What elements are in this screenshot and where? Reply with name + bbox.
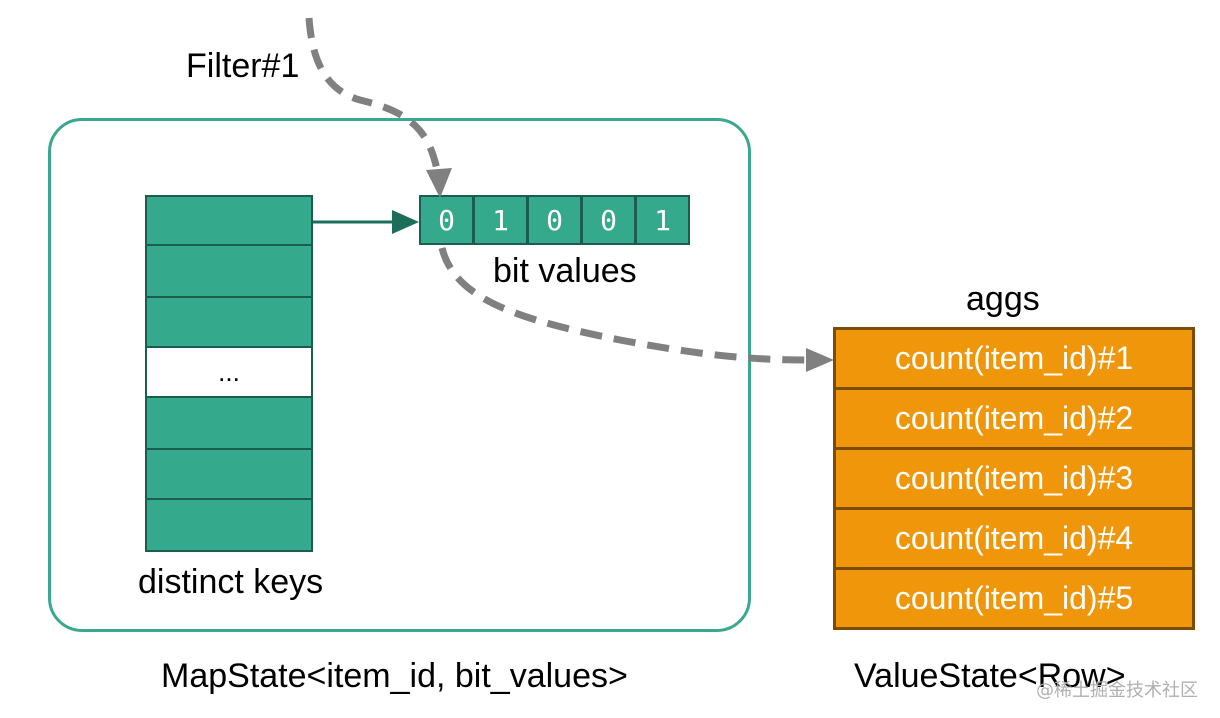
distinct-keys-label: distinct keys — [138, 563, 324, 601]
map-state-label: MapState<item_id, bit_values> — [161, 657, 628, 695]
key-row — [147, 398, 311, 450]
key-row — [147, 450, 311, 500]
key-row — [147, 246, 311, 298]
bit-cell: 0 — [583, 197, 634, 243]
value-state-label: ValueState<Row> — [854, 657, 1126, 695]
key-row — [147, 298, 311, 348]
key-row-ellipsis: ... — [147, 348, 311, 398]
key-row — [147, 197, 311, 246]
bit-cell: 1 — [475, 197, 526, 243]
bit-cell: 0 — [529, 197, 580, 243]
filter-dashed-arrowhead — [426, 168, 452, 198]
aggs-array: count(item_id)#1 count(item_id)#2 count(… — [833, 327, 1195, 630]
filter-dashed-arrow — [305, 17, 442, 176]
agg-cell: count(item_id)#1 — [836, 330, 1192, 387]
bit-cell: 1 — [637, 197, 688, 243]
agg-cell: count(item_id)#3 — [836, 450, 1192, 507]
key-row — [147, 500, 311, 550]
bit-values-array: 0 1 0 0 1 — [419, 195, 690, 245]
agg-cell: count(item_id)#2 — [836, 390, 1192, 447]
distinct-keys-column: ... — [145, 195, 313, 552]
map-state-container — [48, 118, 751, 632]
bit-values-label: bit values — [493, 252, 637, 290]
bits-to-aggs-arrowhead — [806, 348, 834, 372]
filter-label: Filter#1 — [186, 47, 300, 85]
watermark: @稀土掘金技术社区 — [1036, 680, 1198, 701]
bit-cell: 0 — [421, 197, 472, 243]
agg-cell: count(item_id)#4 — [836, 510, 1192, 567]
aggs-label: aggs — [966, 280, 1040, 318]
keys-to-bits-arrowhead — [392, 210, 419, 234]
agg-cell: count(item_id)#5 — [836, 570, 1192, 627]
bits-to-aggs-dashed-arrow — [438, 247, 809, 364]
